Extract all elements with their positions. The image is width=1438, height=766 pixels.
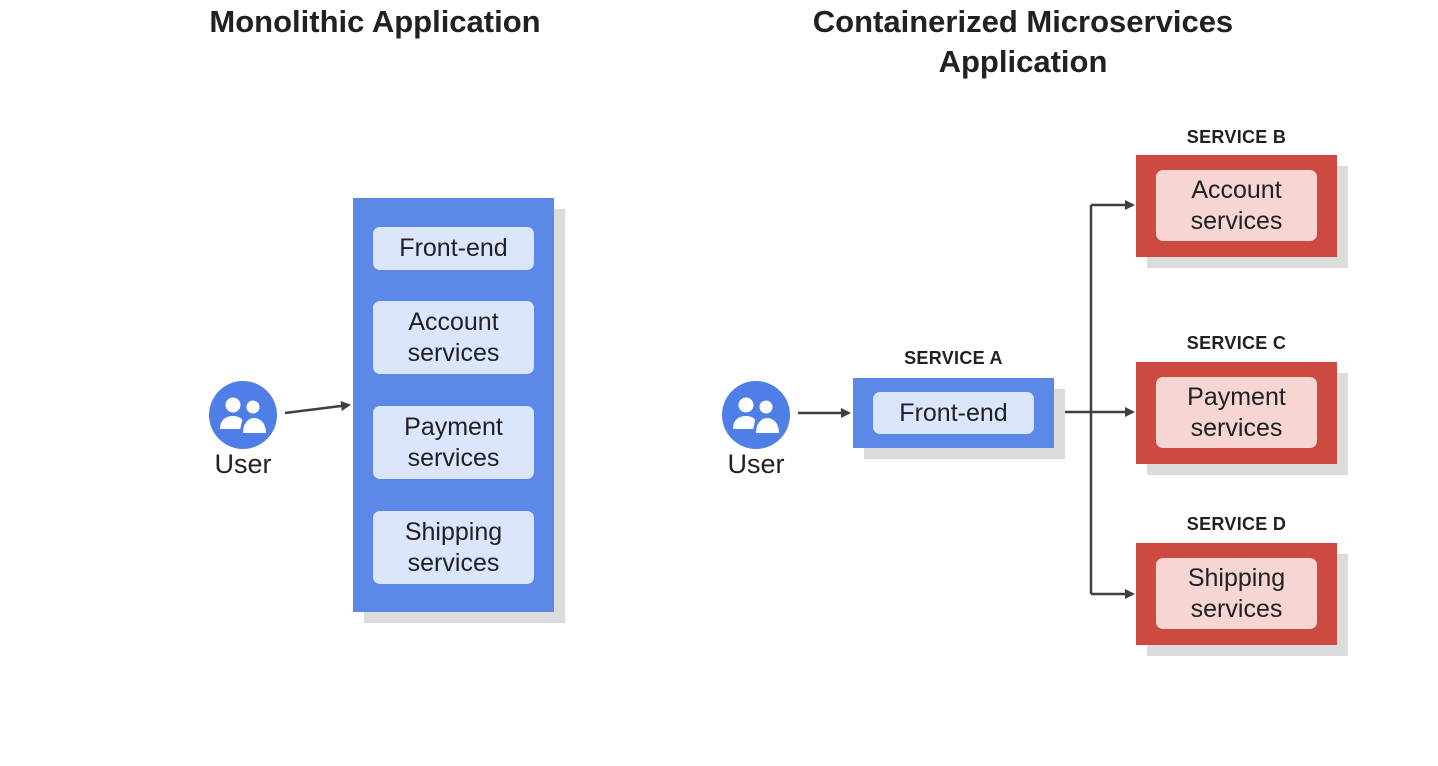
mono-shipping-chip: Shipping services [373, 511, 534, 584]
service-chip-text: Account [1191, 175, 1282, 204]
mono-chip-text: Shipping [404, 517, 503, 546]
monolithic-title: Monolithic Application [209, 4, 541, 39]
service-a-container: Front-end [853, 378, 1054, 448]
service-d-container: Shipping services [1136, 543, 1337, 645]
service-c-label: SERVICE C [1186, 333, 1287, 353]
service-b-account-chip: Account services [1156, 170, 1317, 241]
mono-chip-text: Payment [404, 412, 503, 441]
microservices-title-line1: Containerized Microservices [812, 4, 1234, 39]
microservices-title-line2: Application [938, 44, 1108, 79]
service-chip-text: services [1190, 413, 1283, 442]
service-a-frontend-chip: Front-end [873, 392, 1034, 434]
mono-chip-text: services [407, 338, 500, 367]
service-chip-text: Payment [1187, 382, 1286, 411]
monolith-container: Front-end Account services Payment servi… [353, 198, 554, 612]
mono-account-chip: Account services [373, 301, 534, 374]
service-chip-text: Shipping [1187, 563, 1286, 592]
service-chip-text: Front-end [899, 398, 1008, 427]
mono-chip-text: Front-end [399, 234, 508, 262]
service-b-container: Account services [1136, 155, 1337, 257]
mono-chip-text: services [407, 443, 500, 472]
mono-payment-chip: Payment services [373, 406, 534, 479]
mono-user-arrow [284, 401, 351, 415]
service-a-label: SERVICE A [904, 348, 1003, 368]
service-chip-text: services [1190, 206, 1283, 235]
micro-user-icon [722, 381, 790, 449]
service-c-container: Payment services [1136, 362, 1337, 464]
mono-user-label: User [214, 449, 272, 479]
service-c-payment-chip: Payment services [1156, 377, 1317, 448]
service-d-shipping-chip: Shipping services [1156, 558, 1317, 629]
service-b-label: SERVICE B [1186, 127, 1287, 147]
mono-chip-text: services [407, 548, 500, 577]
mono-user-icon [209, 381, 277, 449]
mono-frontend-chip: Front-end [373, 227, 534, 270]
mono-chip-text: Account [408, 307, 499, 336]
service-d-label: SERVICE D [1186, 514, 1287, 534]
service-chip-text: services [1190, 594, 1283, 623]
micro-user-label: User [727, 449, 785, 479]
microservices-title: Containerized Microservices Application [760, 2, 1286, 82]
